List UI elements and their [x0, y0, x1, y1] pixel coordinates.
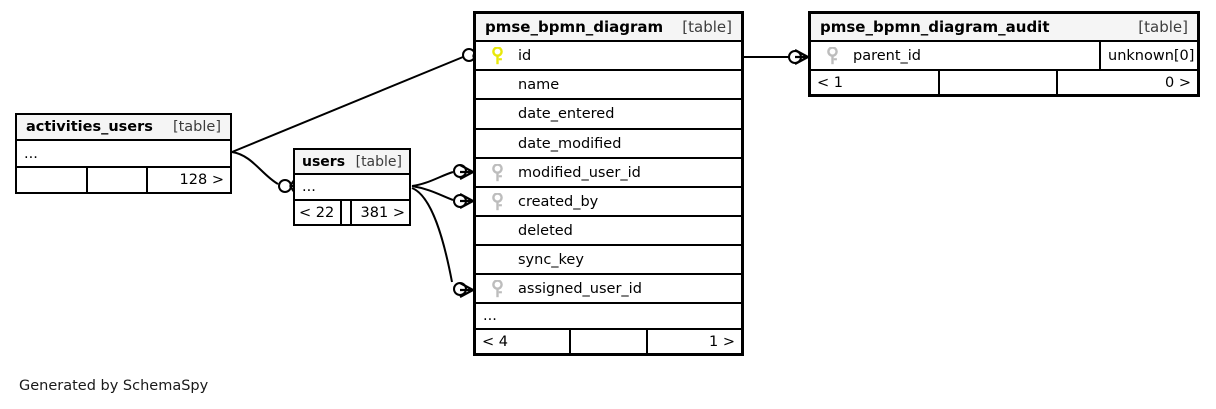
column-name: id [518, 47, 532, 64]
footer-cell-left: < 1 [811, 71, 941, 94]
table-header-pmse-bpmn-diagram-audit: pmse_bpmn_diagram_audit [table] [811, 14, 1197, 42]
table-kind-label: [table] [172, 119, 221, 135]
edge-activities-users-to-users [231, 151, 296, 194]
table-title: pmse_bpmn_diagram_audit [820, 18, 1050, 36]
column-name: parent_id [853, 47, 922, 64]
table-title: activities_users [26, 119, 153, 135]
edge-users-to-assigned-user-id [411, 187, 474, 298]
column-name: ... [302, 179, 316, 195]
table-row-more[interactable]: ... [476, 304, 741, 330]
table-row-deleted[interactable]: deleted [476, 217, 741, 246]
table-footer-pmse-bpmn-diagram: < 4 1 > [476, 330, 741, 353]
table-title: pmse_bpmn_diagram [485, 18, 664, 36]
generated-by-note: Generated by SchemaSpy [19, 378, 209, 394]
footer-cell-right: 381 > [360, 204, 405, 221]
table-row-assigned-user-id[interactable]: assigned_user_id [476, 275, 741, 304]
table-row-parent-id[interactable]: parent_id unknown[0] [811, 42, 1197, 71]
table-header-users: users [table] [295, 150, 409, 175]
column-name: created_by [518, 193, 599, 210]
foreign-key-icon [476, 192, 518, 211]
table-footer-activities-users: 128 > [17, 168, 230, 192]
table-activities-users[interactable]: activities_users [table] ... 128 > [15, 113, 232, 194]
column-name: sync_key [518, 251, 584, 268]
table-row-id[interactable]: id [476, 42, 741, 71]
table-row[interactable]: ... [295, 175, 409, 201]
table-footer-pmse-bpmn-diagram-audit: < 1 0 > [811, 71, 1197, 94]
column-type: unknown[0] [1099, 42, 1197, 69]
foreign-key-icon [476, 163, 518, 182]
edge-users-to-created-by [411, 185, 474, 209]
footer-cell-left [17, 168, 89, 192]
table-row-sync-key[interactable]: sync_key [476, 246, 741, 275]
footer-cell-left: < 4 [476, 330, 572, 353]
column-name: assigned_user_id [518, 280, 642, 297]
table-pmse-bpmn-diagram[interactable]: pmse_bpmn_diagram [table] id name date_e… [473, 11, 744, 356]
column-name: name [518, 76, 560, 93]
table-row[interactable]: ... [17, 141, 230, 168]
footer-cell-right: 128 > [179, 172, 224, 188]
footer-cell-left: < 22 [295, 201, 342, 224]
footer-cell-middle [571, 330, 649, 353]
column-name: modified_user_id [518, 164, 641, 181]
edge-activities-users-to-pmse-id [231, 48, 479, 153]
foreign-key-icon [811, 46, 853, 65]
footer-cell-right: 1 > [709, 333, 735, 350]
foreign-key-icon [476, 279, 518, 298]
footer-cell-middle [88, 168, 148, 192]
table-users[interactable]: users [table] ... < 22 381 > [293, 148, 411, 226]
table-header-pmse-bpmn-diagram: pmse_bpmn_diagram [table] [476, 14, 741, 42]
footer-cell-right: 0 > [1164, 74, 1191, 91]
table-row-created-by[interactable]: created_by [476, 188, 741, 217]
table-row-date-entered[interactable]: date_entered [476, 100, 741, 130]
table-kind-label: [table] [1138, 18, 1188, 36]
edge-users-to-modified-user-id [411, 164, 474, 187]
footer-cell-middle [940, 71, 1059, 94]
table-row-date-modified[interactable]: date_modified [476, 130, 741, 159]
table-row-name[interactable]: name [476, 71, 741, 100]
primary-key-icon [476, 46, 518, 65]
column-name: date_entered [518, 106, 615, 122]
column-name: ... [483, 308, 497, 324]
table-title: users [302, 153, 346, 170]
table-kind-label: [table] [682, 18, 732, 36]
table-header-activities-users: activities_users [table] [17, 115, 230, 141]
table-kind-label: [table] [355, 153, 402, 170]
table-pmse-bpmn-diagram-audit[interactable]: pmse_bpmn_diagram_audit [table] parent_i… [808, 11, 1200, 97]
column-name: ... [24, 145, 38, 162]
column-name: deleted [518, 222, 573, 239]
footer-cell-middle [342, 201, 352, 224]
table-footer-users: < 22 381 > [295, 201, 409, 224]
table-row-modified-user-id[interactable]: modified_user_id [476, 159, 741, 188]
edge-pmse-to-audit-parent-id [744, 49, 809, 65]
column-name: date_modified [518, 135, 622, 152]
